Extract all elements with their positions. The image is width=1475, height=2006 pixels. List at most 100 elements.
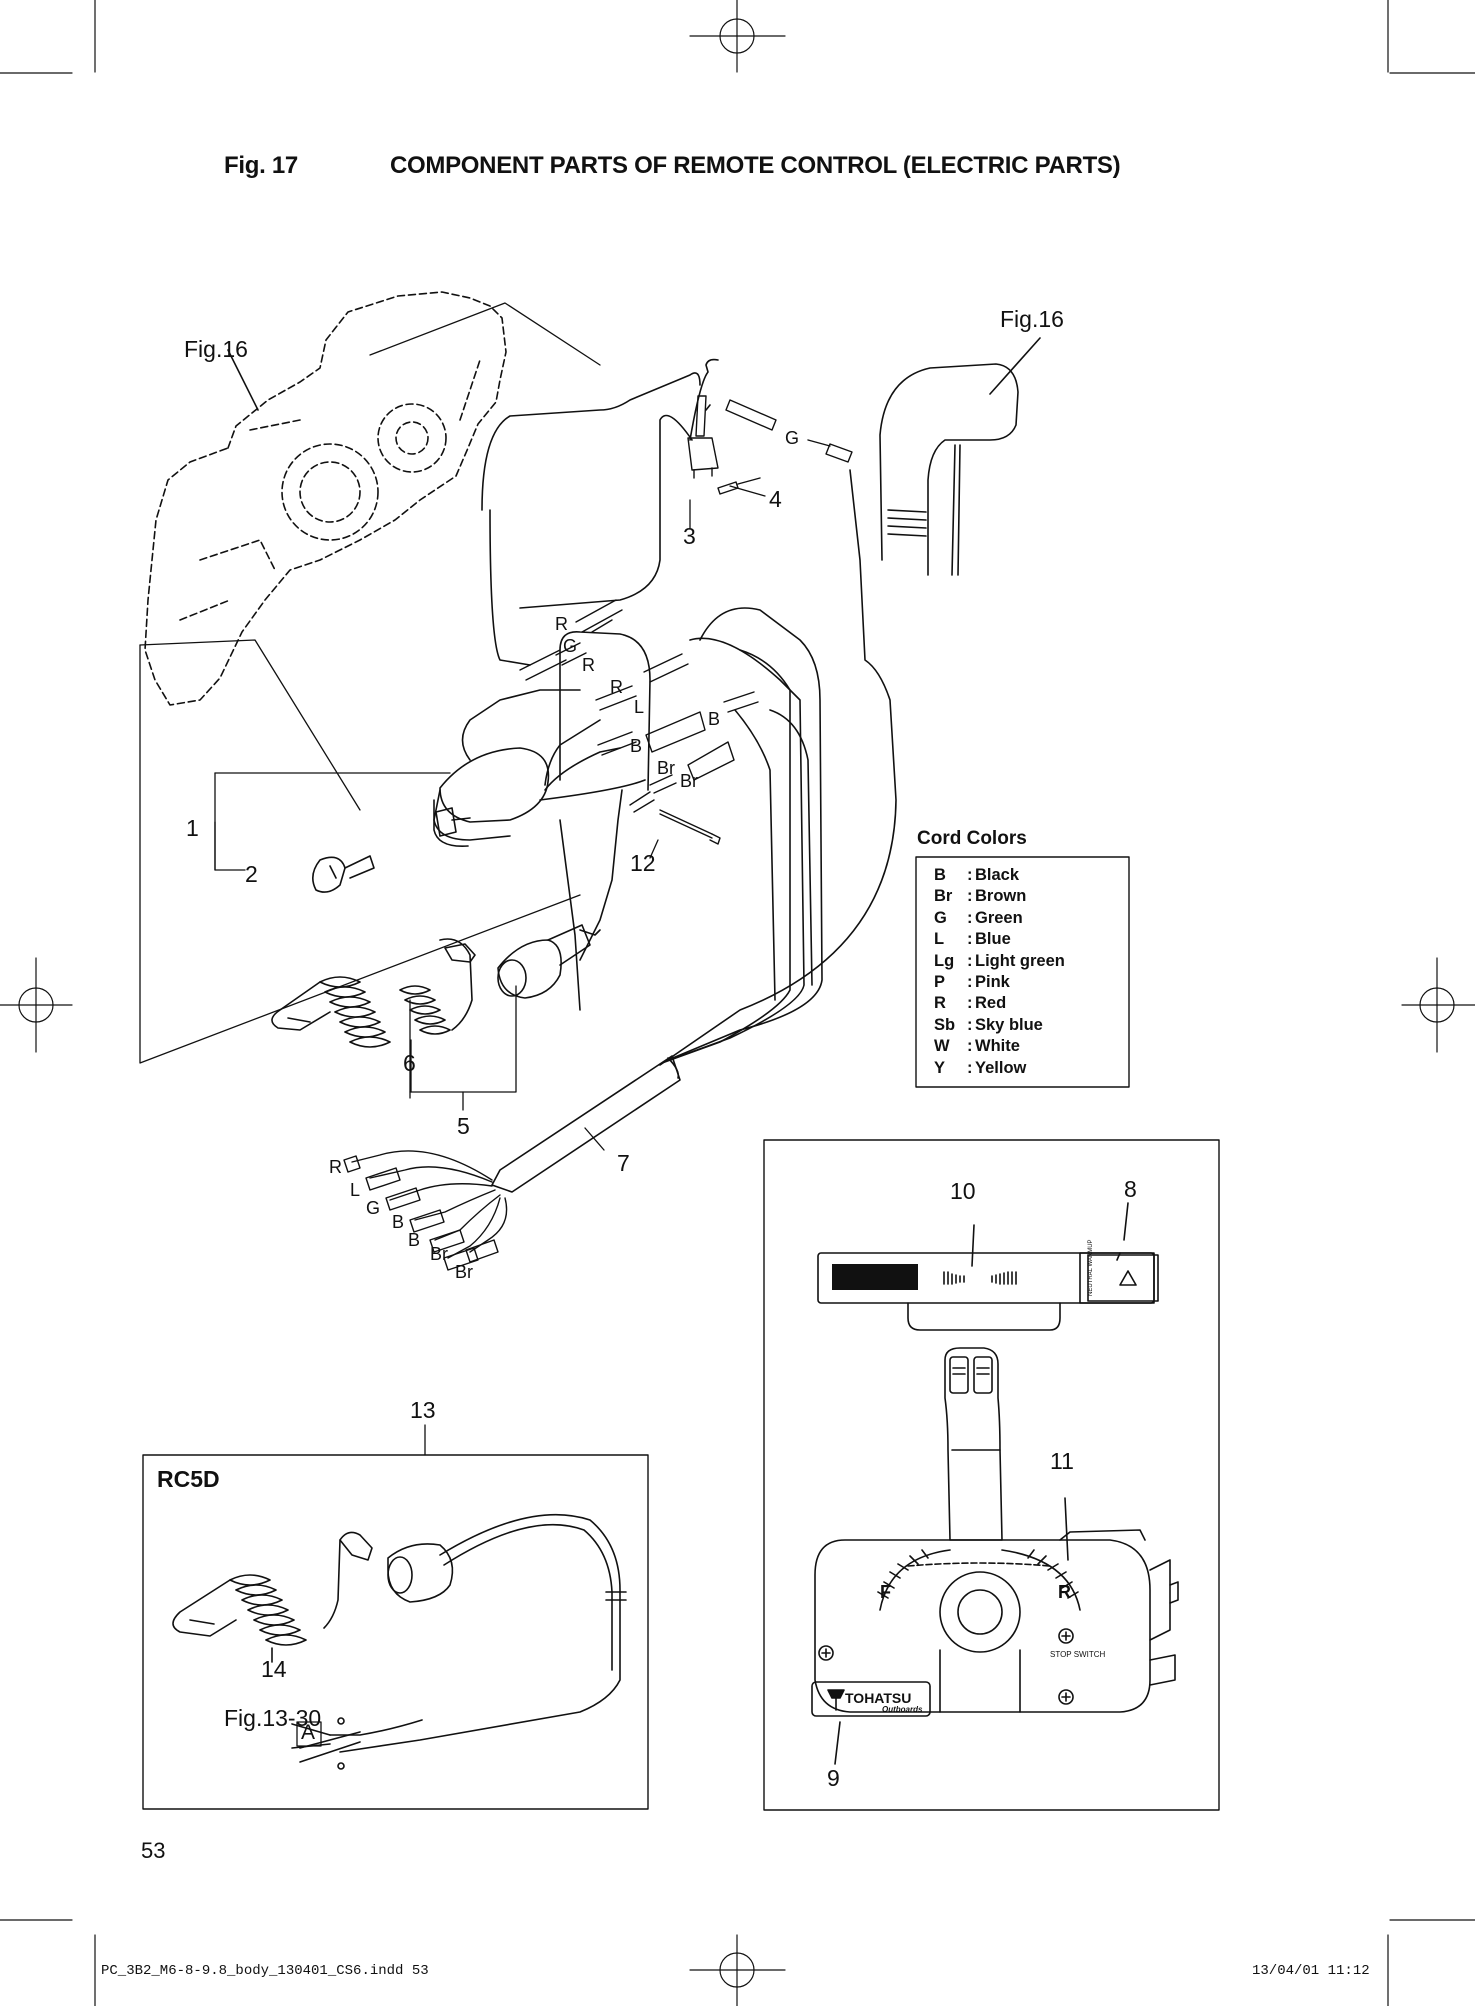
key-icon	[312, 855, 375, 893]
legend-separator: :	[967, 994, 973, 1013]
leader-line	[989, 337, 1041, 395]
wire-label: Br	[657, 758, 675, 778]
bullet-connectors	[519, 395, 853, 845]
legend-row: Sb:Sky blue	[934, 1016, 1043, 1035]
figure-ref-fig13-30[interactable]: Fig.13-30	[224, 1705, 322, 1731]
stop-switch-lanyard	[271, 924, 601, 1048]
wiring-harness	[461, 358, 897, 1193]
legend-box	[915, 856, 1130, 1088]
wire-label: R	[610, 677, 623, 697]
callout-5: 5	[457, 1113, 470, 1139]
ref-box-a: A	[301, 1721, 316, 1744]
legend-separator: :	[967, 887, 973, 906]
figure-ref-fig16-right[interactable]: Fig.16	[1000, 306, 1064, 332]
legend-row: G:Green	[934, 909, 1023, 928]
legend-row: W:White	[934, 1037, 1020, 1056]
legend-separator: :	[967, 1058, 973, 1077]
legend-code: W	[934, 1037, 950, 1056]
legend-color-name: Red	[975, 994, 1007, 1013]
legend-separator: :	[967, 973, 973, 991]
legend-code: Y	[934, 1058, 946, 1077]
wire-label: R	[555, 614, 568, 634]
forward-mark: F	[880, 1582, 891, 1602]
legend-code: R	[934, 994, 946, 1013]
page-number: 53	[141, 1838, 166, 1863]
callout-11: 11	[1050, 1448, 1074, 1474]
callout-10: 10	[950, 1178, 976, 1204]
legend-row: Y:Yellow	[934, 1059, 1026, 1078]
page-title: COMPONENT PARTS OF REMOTE CONTROL (ELECT…	[390, 152, 1121, 179]
callout-13: 13	[410, 1397, 436, 1423]
wire-label: R	[329, 1157, 342, 1177]
wire-label: Br	[680, 771, 698, 791]
legend-color-name: Yellow	[975, 1058, 1027, 1077]
legend-code: B	[934, 866, 946, 884]
legend-row: B:Black	[934, 866, 1019, 885]
legend-row: Br:Brown	[934, 887, 1026, 906]
legend-color-name: Green	[975, 908, 1023, 927]
wire-label: L	[350, 1180, 361, 1200]
legend-color-name: Blue	[975, 930, 1011, 949]
callout-7: 7	[617, 1150, 630, 1176]
callout-1: 1	[186, 815, 199, 841]
wire-label: B	[708, 709, 721, 729]
legend-separator: :	[967, 1015, 973, 1034]
figure-number: Fig. 17	[224, 152, 298, 179]
wire-label: G	[785, 428, 800, 448]
footer-filename: PC_3B2_M6-8-9.8_body_130401_CS6.indd 53	[101, 1963, 429, 1979]
wire-label: B	[392, 1212, 405, 1232]
legend-row: L:Blue	[934, 930, 1011, 949]
callout-2: 2	[245, 861, 258, 887]
wire-label: Br	[455, 1262, 473, 1282]
callout-6: 6	[403, 1050, 416, 1076]
legend-code: Lg	[934, 951, 955, 970]
remote-control-handle	[879, 363, 1019, 576]
remote-control-housing	[144, 291, 507, 706]
legend-separator: :	[967, 1037, 973, 1056]
wire-label: B	[630, 736, 643, 756]
tohatsu-logo-icon	[827, 1689, 845, 1711]
control-box-inset	[763, 1139, 1220, 1811]
wire-label: R	[582, 655, 595, 675]
main-switch	[433, 747, 550, 847]
callout-14: 14	[261, 1656, 287, 1682]
legend-color-name: White	[975, 1037, 1020, 1056]
legend-code: Sb	[934, 1015, 956, 1034]
legend-separator: :	[967, 930, 973, 949]
callout-leaders	[139, 302, 766, 1151]
legend-code: P	[934, 973, 946, 991]
brand-subtitle: Outboards	[882, 1705, 923, 1714]
figure-ref-fig16-left[interactable]: Fig.16	[184, 336, 248, 362]
callout-9: 9	[827, 1765, 840, 1791]
reverse-mark: R	[1058, 1582, 1071, 1602]
legend-code: G	[934, 908, 947, 927]
legend-code: Br	[934, 887, 953, 906]
legend-row: P:Pink	[934, 973, 1010, 992]
rc5d-label: RC5D	[157, 1466, 220, 1492]
legend-separator: :	[967, 866, 973, 884]
wire-label: G	[563, 636, 578, 656]
warning-triangle-icon	[1119, 1270, 1137, 1286]
wire-label: Br	[430, 1244, 448, 1264]
wire-label: L	[634, 697, 645, 717]
legend-row: Lg:Light green	[934, 952, 1065, 971]
legend-color-name: Brown	[975, 887, 1027, 906]
callout-3: 3	[683, 523, 696, 549]
rc5d-inset	[142, 1424, 649, 1810]
legend-separator: :	[967, 908, 973, 927]
legend-color-name: Pink	[975, 973, 1010, 991]
wire-label: G	[366, 1198, 381, 1218]
callout-8: 8	[1124, 1176, 1137, 1202]
wire-label: B	[408, 1230, 421, 1250]
legend-color-name: Sky blue	[975, 1015, 1043, 1034]
lower-connectors	[343, 1150, 508, 1271]
legend-separator: :	[967, 951, 973, 970]
brand-logo: TOHATSU	[845, 1690, 912, 1706]
neutral-warmup-label: NEUTRAL WARMUP	[1088, 1239, 1094, 1296]
legend-title: Cord Colors	[917, 828, 1027, 849]
legend-color-name: Light green	[975, 951, 1065, 970]
